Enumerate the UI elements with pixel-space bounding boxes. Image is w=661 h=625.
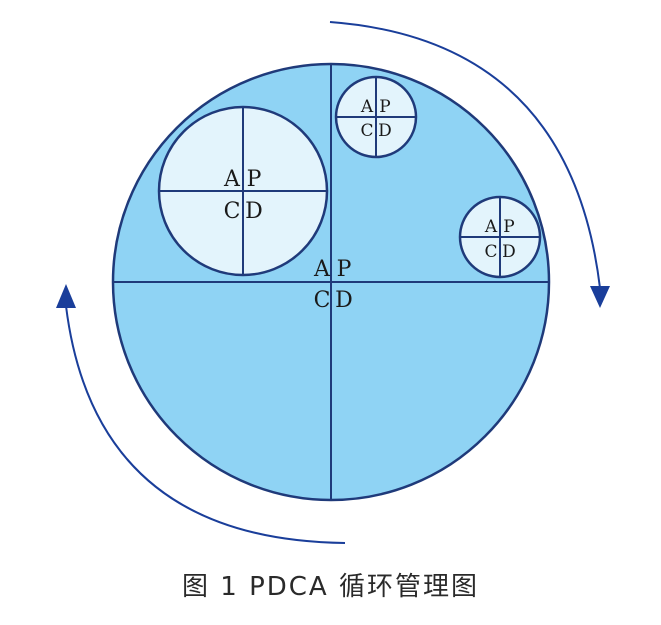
top-letter-p: P xyxy=(379,97,390,117)
left-letter-p: P xyxy=(247,167,262,192)
top-letter-a: A xyxy=(360,97,374,117)
right-letter-d: D xyxy=(502,242,516,262)
main-letter-d: D xyxy=(335,288,353,313)
arrowhead-right-icon xyxy=(590,286,610,308)
right-letter-a: A xyxy=(484,217,498,237)
left-letter-a: A xyxy=(223,167,241,192)
right-letter-c: C xyxy=(484,242,497,262)
top-letter-d: D xyxy=(378,121,392,141)
figure-caption: 图 1 PDCA 循环管理图 xyxy=(182,572,479,602)
main-letter-a: A xyxy=(313,257,331,282)
main-letter-p: P xyxy=(337,257,352,282)
left-letter-d: D xyxy=(245,199,263,224)
left-letter-c: C xyxy=(224,199,241,224)
clockwise-arrow-left xyxy=(65,305,346,544)
pdca-diagram: A P C D A P C D A P C D A P C D xyxy=(56,21,610,544)
clockwise-arrow-right xyxy=(329,21,601,289)
right-letter-p: P xyxy=(503,217,514,237)
top-letter-c: C xyxy=(360,121,373,141)
arrowhead-left-icon xyxy=(56,284,76,308)
main-letter-c: C xyxy=(314,288,331,313)
